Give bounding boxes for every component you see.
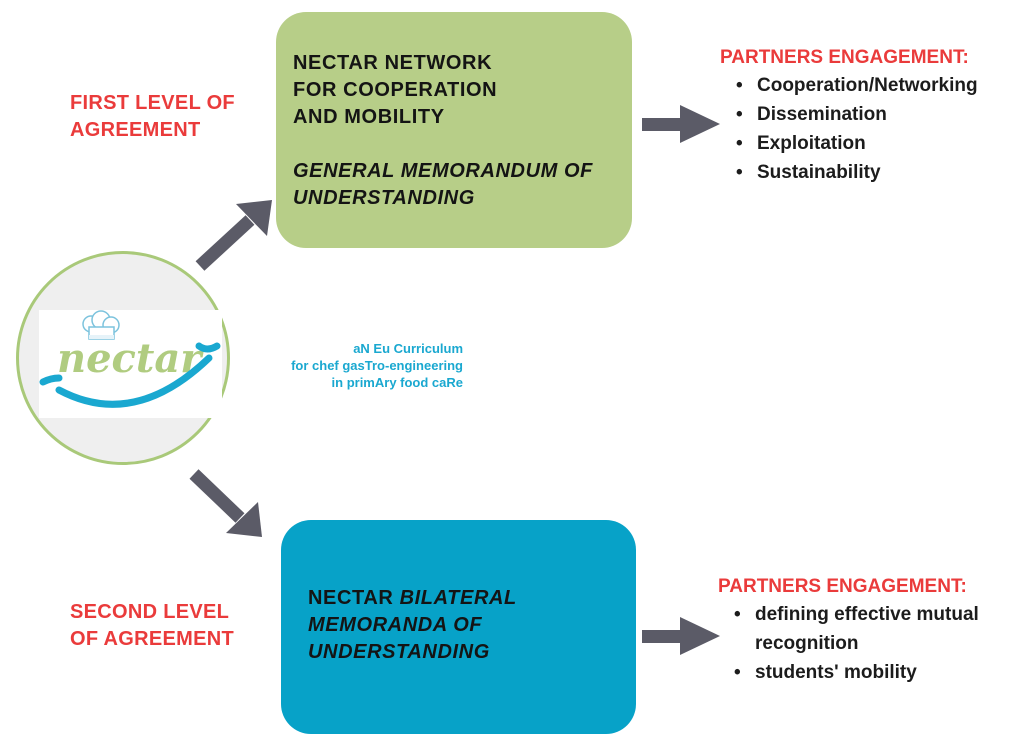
bullet-icon: • <box>734 604 741 625</box>
bullet-icon: • <box>736 133 743 154</box>
nectar-logo: nectar <box>39 310 222 418</box>
first-level-label: FIRST LEVEL OF AGREEMENT <box>70 90 235 144</box>
bullet-icon: • <box>736 75 743 96</box>
second-level-label: SECOND LEVEL OF AGREEMENT <box>70 599 234 653</box>
list-item: • Exploitation <box>720 129 978 158</box>
logo-smile-left <box>39 374 63 386</box>
box-title-italic: BILATERAL <box>399 587 517 609</box>
list-item: • defining effective mutual recognition <box>718 600 979 658</box>
first-partners-engagement: PARTNERS ENGAGEMENT: • Cooperation/Networ… <box>720 45 978 187</box>
list-item: • Sustainability <box>720 158 978 187</box>
tagline-line: in primAry food caRe <box>331 375 463 390</box>
engagement-list: • Cooperation/Networking • Dissemination •… <box>720 71 978 187</box>
list-item: • Dissemination <box>720 100 978 129</box>
box-title-line: AND MOBILITY <box>293 106 445 128</box>
list-item-text: Exploitation <box>757 133 866 154</box>
list-item-text: Sustainability <box>757 162 881 183</box>
second-level-label-line: SECOND LEVEL <box>70 601 230 623</box>
list-item: • Cooperation/Networking <box>720 71 978 100</box>
engagement-list: • defining effective mutual recognition … <box>718 600 979 687</box>
box-title-normal: NECTAR <box>308 587 400 609</box>
list-item-text: defining effective mutual <box>755 604 979 625</box>
arrow-right-top-icon <box>642 105 720 143</box>
arrow-down-right-icon <box>189 469 262 537</box>
tagline-line: for chef gasTro-engineering <box>291 358 463 373</box>
bullet-icon: • <box>736 104 743 125</box>
logo-tagline: aN Eu Curriculum for chef gasTro-enginee… <box>291 340 463 391</box>
general-mou-box: NECTAR NETWORK FOR COOPERATION AND MOBIL… <box>276 12 632 248</box>
second-partners-engagement: PARTNERS ENGAGEMENT: • defining effectiv… <box>718 574 979 687</box>
box-title-line: MEMORANDA OF <box>308 614 483 636</box>
list-item-text: Dissemination <box>757 104 887 125</box>
logo-smile <box>55 354 213 408</box>
nectar-logo-graphic: nectar <box>39 310 221 408</box>
tagline-line: aN Eu Curriculum <box>353 341 463 356</box>
box-title-line: NECTAR NETWORK <box>293 52 493 74</box>
box-subtitle-line: GENERAL MEMORANDUM OF <box>293 160 594 182</box>
logo-smile-right <box>195 342 221 353</box>
first-level-label-line: AGREEMENT <box>70 119 201 141</box>
box-title-line: NECTAR BILATERAL <box>308 585 636 612</box>
bullet-icon: • <box>736 162 743 183</box>
first-level-label-line: FIRST LEVEL OF <box>70 92 235 114</box>
engagement-title: PARTNERS ENGAGEMENT: <box>718 576 967 597</box>
logo-wordmark: nectar <box>57 335 204 382</box>
arrow-right-bottom-icon <box>642 617 720 655</box>
list-item-text: students' mobility <box>755 662 917 683</box>
arrow-up-right-icon <box>195 200 272 271</box>
second-level-label-line: OF AGREEMENT <box>70 628 234 650</box>
bullet-icon: • <box>734 662 741 683</box>
box-title-line: UNDERSTANDING <box>308 641 490 663</box>
engagement-title: PARTNERS ENGAGEMENT: <box>720 47 969 68</box>
bilateral-mou-box: NECTAR BILATERAL MEMORANDA OF UNDERSTAND… <box>281 520 636 734</box>
box-subtitle-line: UNDERSTANDING <box>293 187 475 209</box>
list-item-text: recognition <box>755 633 859 654</box>
box-title-line: FOR COOPERATION <box>293 79 498 101</box>
list-item-text: Cooperation/Networking <box>757 75 978 96</box>
list-item: • students' mobility <box>718 658 979 687</box>
chef-hat-icon <box>82 310 120 340</box>
